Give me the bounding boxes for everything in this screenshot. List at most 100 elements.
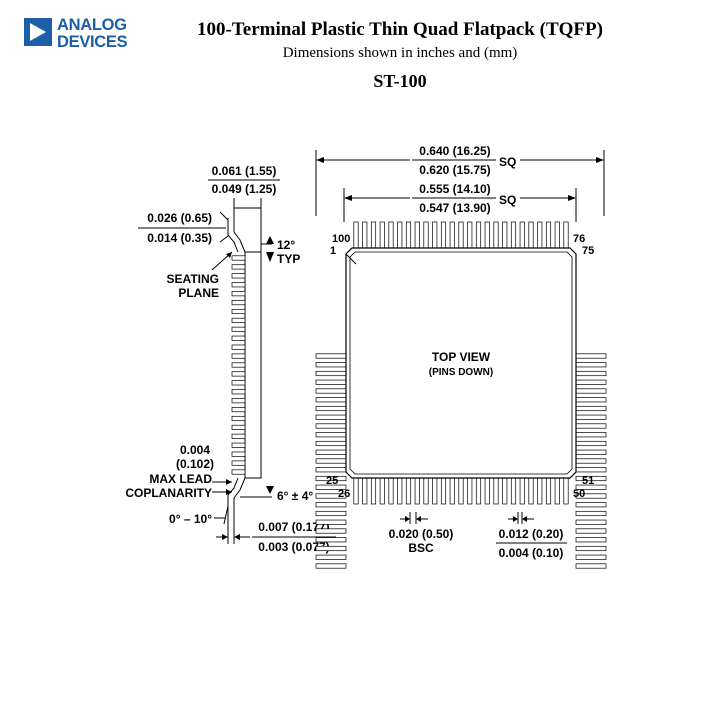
pin-bottom	[397, 477, 403, 505]
pin-top	[537, 221, 543, 249]
pin-bottom	[414, 477, 420, 505]
side-lead-stub	[231, 273, 246, 279]
pin-left	[315, 484, 347, 490]
pin-bottom	[370, 477, 377, 505]
outer-min: 0.620 (15.75)	[419, 163, 490, 177]
pin-top	[510, 221, 517, 249]
top-view-sublabel: (PINS DOWN)	[429, 367, 493, 378]
side-lead-stub	[231, 317, 246, 323]
pin-left	[315, 537, 347, 543]
pin-bottom	[432, 477, 438, 505]
side-lead-stub	[231, 442, 246, 448]
side-lead-stub	[231, 398, 246, 404]
pitch-bsc: BSC	[408, 541, 434, 555]
outer-max: 0.640 (16.25)	[419, 144, 490, 158]
side-lead-stub	[231, 344, 246, 350]
page-subtitle: Dimensions shown in inches and (mm)	[282, 45, 518, 61]
pin-top	[379, 221, 385, 249]
coplan-arrow2-icon	[226, 489, 232, 495]
pin-number-25: 25	[326, 475, 338, 487]
pitch-arrow-left-icon	[405, 516, 410, 522]
pin-bottom	[362, 477, 368, 505]
seating-label-1: SEATING	[167, 272, 219, 286]
pin-bottom	[537, 477, 543, 505]
angle-bottom-arrow-icon	[266, 486, 274, 494]
pin-top	[440, 221, 447, 249]
side-lead-stub	[231, 300, 246, 306]
pin-top	[353, 221, 359, 249]
pin-right	[575, 519, 607, 525]
pin-right	[575, 475, 607, 482]
pin-top	[362, 221, 368, 249]
side-lead-stub	[231, 380, 246, 386]
pin-left	[315, 397, 347, 403]
pin-left	[315, 432, 347, 438]
pin-top	[475, 221, 482, 249]
pin-top	[467, 221, 473, 249]
side-lead-stub	[231, 460, 246, 466]
side-lead-stub	[231, 424, 246, 430]
pin-right	[575, 545, 607, 552]
pin-right	[575, 405, 607, 412]
angle-top-arrow2-icon	[266, 252, 274, 262]
pin-bottom	[405, 477, 412, 505]
pin-top	[432, 221, 438, 249]
side-lead-stub	[231, 389, 246, 395]
bottom-lead-bend	[233, 477, 246, 512]
pin-right	[575, 554, 607, 560]
pin-top	[423, 221, 429, 249]
pin-top	[554, 221, 560, 249]
side-lead-stub	[231, 326, 246, 332]
pin-right	[575, 537, 607, 543]
pin-right	[575, 458, 607, 464]
pitch-value: 0.020 (0.50)	[389, 527, 454, 541]
pin-bottom	[353, 477, 359, 505]
pin-bottom	[440, 477, 447, 505]
pin-number-50: 50	[573, 488, 585, 500]
foot-arrow-right-icon	[234, 534, 240, 540]
pin-right	[575, 493, 607, 499]
pin-top	[502, 221, 508, 249]
pin-right	[575, 397, 607, 403]
pin-number-1: 1	[330, 245, 336, 257]
pin-bottom	[484, 477, 490, 505]
pin-bottom	[554, 477, 560, 505]
pin-left	[315, 405, 347, 412]
pin-left	[315, 554, 347, 560]
side-view-leads	[231, 255, 246, 475]
lead-thick-arrows	[219, 211, 229, 243]
side-lead-stub	[231, 362, 246, 368]
lead-width-min: 0.049 (1.25)	[212, 182, 277, 196]
pin-left	[315, 493, 347, 499]
pin-right	[575, 502, 607, 508]
pin-top	[493, 221, 499, 249]
pin-number-100: 100	[332, 233, 350, 245]
leadw-max: 0.012 (0.20)	[499, 527, 564, 541]
pin-right	[575, 414, 607, 420]
pin-right	[575, 370, 607, 377]
pin-left	[315, 353, 347, 359]
side-lead-stub	[231, 255, 246, 261]
side-lead-stub	[231, 469, 246, 475]
inner-arrow-left-icon	[344, 195, 352, 201]
coplan-arrow-icon	[226, 479, 232, 485]
pin-right	[575, 388, 607, 394]
lead-thick-min: 0.014 (0.35)	[147, 231, 212, 245]
pin-bottom	[475, 477, 482, 505]
pin-right	[575, 510, 607, 517]
leadw-arrow-left-icon	[513, 516, 518, 522]
pin-bottom	[423, 477, 429, 505]
pin-top	[449, 221, 455, 249]
coplan-label-1: MAX LEAD	[149, 472, 212, 486]
seating-label-2: PLANE	[178, 286, 219, 300]
top-view-label: TOP VIEW	[432, 350, 491, 364]
pin-left	[315, 475, 347, 482]
side-lead-stub	[231, 451, 246, 457]
pin-top	[370, 221, 377, 249]
pin-left	[315, 519, 347, 525]
outer-sq: SQ	[499, 155, 516, 169]
pin-right	[575, 449, 607, 455]
pin-left	[315, 563, 347, 569]
pin-left	[315, 467, 347, 473]
pin-left	[315, 388, 347, 394]
